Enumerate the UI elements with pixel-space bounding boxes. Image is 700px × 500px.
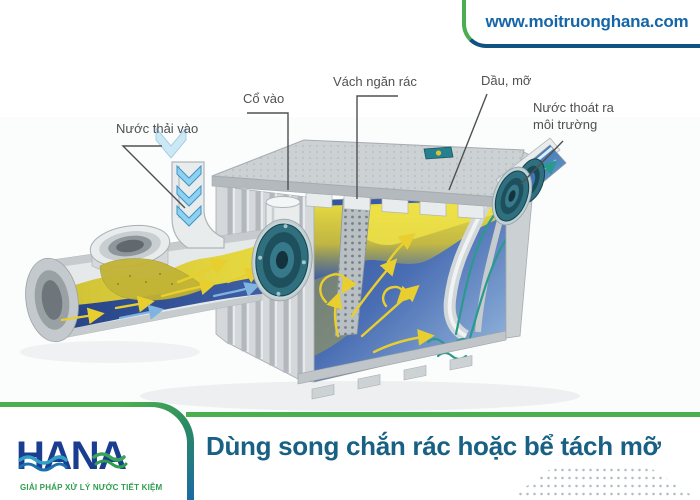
- logo-tagline: GIẢI PHÁP XỬ LÝ NƯỚC TIẾT KIỆM: [20, 483, 163, 492]
- ground-shadow: [20, 341, 580, 411]
- label-trash-baffle: Vách ngăn rác: [333, 74, 417, 89]
- label-wastewater-in: Nước thải vào: [116, 121, 199, 136]
- hana-logo: HANA GIẢI PHÁP XỬ LÝ NƯỚC TIẾT KIỆM: [16, 433, 176, 492]
- inlet-pipe-end-cap: [25, 257, 79, 343]
- logo-tab: HANA GIẢI PHÁP XỬ LÝ NƯỚC TIẾT KIỆM: [0, 402, 194, 500]
- inlet-flange: [251, 218, 313, 302]
- trash-baffle: [334, 197, 372, 337]
- footer-divider-line: [186, 412, 700, 417]
- cleanout-cap: [89, 224, 207, 301]
- website-tab: www.moitruonghana.com: [462, 0, 700, 48]
- outlet-flange: [491, 158, 546, 226]
- label-oil-grease: Dầu, mỡ: [481, 73, 532, 88]
- tank-lid: [211, 139, 525, 220]
- tank-base: [297, 330, 507, 400]
- outlet-pipe: [491, 137, 567, 226]
- leader-lines: [121, 93, 564, 209]
- logo-wave-icon: [18, 452, 128, 472]
- down-flow-arrow-icon: [155, 126, 202, 227]
- hana-logo-mark: HANA: [16, 434, 128, 478]
- website-url: www.moitruonghana.com: [485, 12, 689, 31]
- grease-flow-arrows: [319, 233, 435, 354]
- label-inlet-neck: Cổ vào: [243, 91, 285, 106]
- footer-caption: Dùng song chắn rác hoặc bể tách mỡ: [206, 431, 661, 461]
- label-water-out: Nước thoát ra môi trường: [533, 100, 614, 132]
- lid-brand-label: [423, 146, 454, 160]
- inlet-funnel: [155, 126, 225, 249]
- logo-tab-inner: HANA GIẢI PHÁP XỬ LÝ NƯỚC TIẾT KIỆM: [0, 407, 187, 500]
